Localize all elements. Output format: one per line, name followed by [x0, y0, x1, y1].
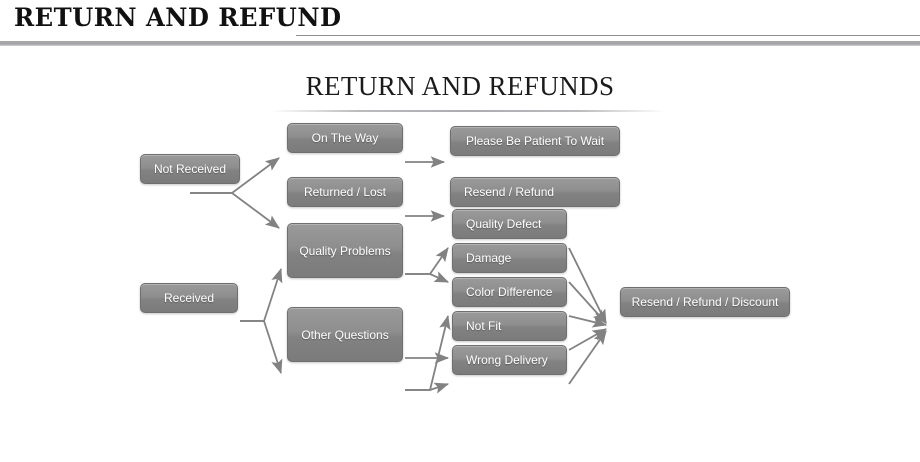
flowchart-title-rule	[270, 110, 666, 112]
flowchart-section: RETURN AND REFUNDS	[0, 48, 920, 414]
node-quality-defect[interactable]: Quality Defect	[452, 209, 567, 239]
arrow-otherquestions-wrongdelivery	[405, 382, 450, 394]
arrow-qualitydefect-final	[568, 247, 607, 324]
arrow-notreceived-returnedlost	[190, 192, 280, 229]
node-not-received[interactable]: Not Received	[140, 154, 240, 184]
node-returned-lost[interactable]: Returned / Lost	[287, 177, 403, 207]
arrow-qualityproblems-qualitydefect	[405, 247, 449, 275]
page-title: RETURN AND REFUND	[14, 3, 342, 32]
arrow-otherquestions-colordifference	[405, 314, 451, 391]
header-thin-rule	[296, 35, 920, 36]
arrow-colordifference-final	[568, 315, 608, 328]
node-label: Other Questions	[301, 327, 389, 342]
arrow-received-otherquestions	[240, 320, 283, 375]
node-label: Not Fit	[466, 319, 502, 333]
arrow-received-qualityproblems	[240, 267, 283, 322]
node-received[interactable]: Received	[140, 283, 238, 313]
node-color-difference[interactable]: Color Difference	[452, 277, 567, 307]
arrow-wrongdelivery-final	[568, 330, 607, 385]
node-not-fit[interactable]: Not Fit	[452, 311, 567, 341]
node-damage[interactable]: Damage	[452, 243, 567, 273]
page-root: RETURN AND REFUND RETURN AND REFUNDS	[0, 0, 920, 414]
arrow-notfit-final	[568, 328, 607, 351]
node-label: Please Be Patient To Wait	[465, 134, 605, 148]
node-label: Quality Problems	[299, 243, 391, 258]
node-label: Returned / Lost	[303, 185, 387, 199]
node-label: On The Way	[311, 131, 379, 145]
node-label: Wrong Delivery	[466, 353, 548, 367]
node-other-questions[interactable]: Other Questions	[287, 307, 403, 362]
node-wrong-delivery[interactable]: Wrong Delivery	[452, 345, 567, 375]
node-label: Not Received	[153, 162, 227, 176]
node-label: Resend / Refund	[464, 185, 555, 199]
page-header: RETURN AND REFUND	[0, 0, 920, 48]
node-resend-refund[interactable]: Resend / Refund	[450, 177, 620, 207]
header-gray-band	[0, 41, 920, 46]
node-label: Received	[163, 291, 215, 305]
node-on-the-way[interactable]: On The Way	[287, 123, 403, 153]
node-please-be-patient-to-wait[interactable]: Please Be Patient To Wait	[450, 126, 620, 156]
flowchart-title: RETURN AND REFUNDS	[305, 71, 615, 101]
node-quality-problems[interactable]: Quality Problems	[287, 223, 403, 278]
arrow-qualityproblems-damage	[405, 271, 449, 283]
node-label: Quality Defect	[466, 217, 542, 231]
node-label: Color Difference	[466, 285, 553, 299]
node-label: Damage	[466, 251, 512, 265]
arrow-damage-final	[568, 281, 607, 324]
node-label: Resend / Refund / Discount	[631, 295, 779, 309]
node-resend-refund-discount[interactable]: Resend / Refund / Discount	[620, 287, 790, 317]
